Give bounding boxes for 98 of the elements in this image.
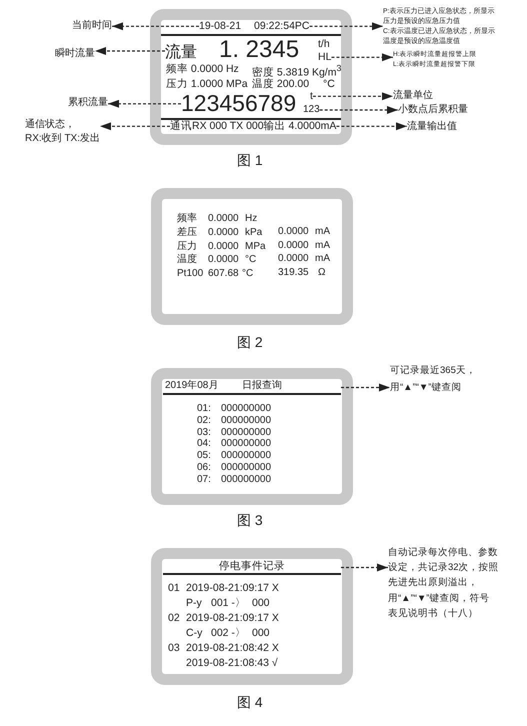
display-text: 000000000 bbox=[221, 426, 272, 439]
display-text: 通讯RX 000 TX 000输出 4.0000mA bbox=[170, 120, 336, 133]
annotation-text: 小数点后累积量 bbox=[398, 104, 468, 116]
display-text: °C bbox=[242, 268, 254, 280]
display-text: kPa bbox=[245, 227, 262, 239]
display-text: 06: bbox=[197, 462, 211, 474]
display-text: 温度 bbox=[177, 254, 197, 266]
display-text: Ω bbox=[318, 267, 326, 279]
display-text: 002 -〉 bbox=[211, 627, 246, 640]
leader-arrow bbox=[341, 564, 388, 572]
display-text: 05: bbox=[197, 450, 211, 462]
annotation-text: 流量单位 bbox=[393, 90, 433, 102]
leader-arrow bbox=[112, 22, 199, 30]
display-text: 0.0000 bbox=[278, 253, 309, 265]
display-text: 压力 1.0000 MPa bbox=[166, 78, 248, 91]
annotation-text: 当前时间 bbox=[72, 20, 112, 32]
lcd-screen bbox=[150, 9, 352, 145]
display-text: 000000000 bbox=[221, 474, 272, 486]
display-text: 000 bbox=[252, 627, 270, 640]
display-text: 123 bbox=[303, 104, 320, 116]
lcd-screen bbox=[151, 368, 353, 505]
display-text: HL bbox=[318, 51, 332, 64]
display-text: 0.0000 bbox=[278, 240, 309, 252]
display-text: P-y bbox=[186, 597, 202, 610]
display-text: 密度 5.3819 Kg/m$^{3}$ bbox=[252, 63, 342, 78]
annotation-text: 流量输出值 bbox=[407, 121, 457, 133]
screen-header bbox=[163, 380, 341, 395]
display-text: 03: bbox=[197, 426, 211, 439]
display-text: 0.0000 bbox=[278, 226, 309, 238]
display-text: Hz bbox=[245, 213, 258, 225]
display-text: t/h bbox=[318, 38, 330, 51]
lcd-screen bbox=[151, 188, 353, 325]
display-text: 01: bbox=[197, 403, 211, 415]
display-text: 频率 bbox=[177, 213, 197, 225]
display-text: 000000000 bbox=[221, 414, 272, 427]
display-text: 000 bbox=[252, 597, 270, 610]
display-text: 频率 0.0000 Hz bbox=[166, 63, 239, 76]
leader-arrow bbox=[341, 384, 390, 392]
figure-caption: 图 4 bbox=[237, 694, 263, 711]
display-text: 2019-08-21:09:17 X bbox=[186, 612, 279, 625]
display-text: mA bbox=[315, 253, 330, 265]
leader-arrow bbox=[331, 53, 393, 62]
figure-caption: 图 2 bbox=[237, 334, 263, 351]
annotation-text: 通信状态， bbox=[25, 118, 76, 132]
display-text: 19-08-21 bbox=[199, 20, 242, 32]
display-text: 000000000 bbox=[221, 403, 272, 415]
display-text: 温度 200.00 bbox=[252, 78, 310, 91]
display-text: 1. 2345 bbox=[219, 36, 300, 63]
annotation-text: RX:收到 TX:发出 bbox=[25, 132, 100, 146]
display-text: MPa bbox=[245, 241, 266, 253]
display-text: 000000000 bbox=[221, 450, 272, 462]
display-text: 03 bbox=[168, 642, 180, 655]
display-text: 压力 bbox=[177, 241, 197, 253]
leader-arrow bbox=[95, 47, 165, 55]
display-text: Pt100 bbox=[177, 268, 204, 280]
figure-caption: 图 3 bbox=[237, 512, 263, 529]
display-text: 2019-08-21:09:17 X bbox=[186, 582, 279, 595]
display-text: 0.0000 bbox=[208, 227, 239, 239]
annotation-text: 自动记录每次停电、参数设定，共记录32次，按照先进先出原则溢出，用“▲”“▼”键查阅，符号表见说明书（十八） bbox=[388, 545, 499, 621]
leader-arrow bbox=[312, 92, 393, 100]
display-text: 2019-08-21:08:43 √ bbox=[186, 657, 278, 670]
display-text: 000000000 bbox=[221, 462, 272, 474]
display-text: 319.35 bbox=[278, 267, 309, 279]
header-text: 日报查询 bbox=[242, 380, 282, 392]
annotation-text: 可记录最近365天，用“▲”“▼”键查阅 bbox=[390, 363, 494, 396]
display-text: 0.0000 bbox=[208, 213, 239, 225]
display-text: mA bbox=[315, 240, 330, 252]
display-text: 001 -〉 bbox=[211, 597, 246, 610]
header-text: 2019年08月 bbox=[165, 380, 218, 392]
display-text: 000000000 bbox=[221, 438, 272, 450]
display-text: C-y bbox=[186, 627, 202, 640]
display-text: °C bbox=[245, 254, 256, 266]
display-text: 607.68 bbox=[208, 268, 239, 280]
leader-arrow bbox=[310, 22, 383, 30]
display-text: 02: bbox=[197, 414, 211, 427]
display-text: 流量 bbox=[165, 44, 197, 61]
display-text: mA bbox=[315, 226, 330, 238]
annotation-text: 瞬时流量 bbox=[55, 48, 95, 60]
display-text: 123456789 bbox=[181, 90, 296, 118]
display-text: 0.0000 bbox=[208, 254, 239, 266]
annotation-text: 累积流量 bbox=[68, 97, 108, 109]
display-text: 差压 bbox=[177, 227, 197, 239]
display-text: °C bbox=[323, 78, 335, 91]
figure-caption: 图 1 bbox=[237, 152, 263, 169]
screen-header: 停电事件记录 bbox=[163, 560, 341, 575]
leader-arrow bbox=[336, 122, 407, 130]
display-text: 0.0000 bbox=[208, 241, 239, 253]
display-text: 01 bbox=[168, 582, 180, 595]
display-text: 07: bbox=[197, 474, 211, 486]
leader-arrow bbox=[108, 100, 181, 108]
display-text: 04: bbox=[197, 438, 211, 450]
leader-arrow bbox=[320, 106, 398, 114]
lcd-screen bbox=[151, 548, 353, 685]
display-text: t bbox=[310, 90, 313, 103]
display-text: 09:22:54PC bbox=[254, 20, 310, 32]
display-text: 02 bbox=[168, 612, 180, 625]
leader-arrow bbox=[100, 122, 170, 130]
display-text: 2019-08-21:08:42 X bbox=[186, 642, 279, 655]
